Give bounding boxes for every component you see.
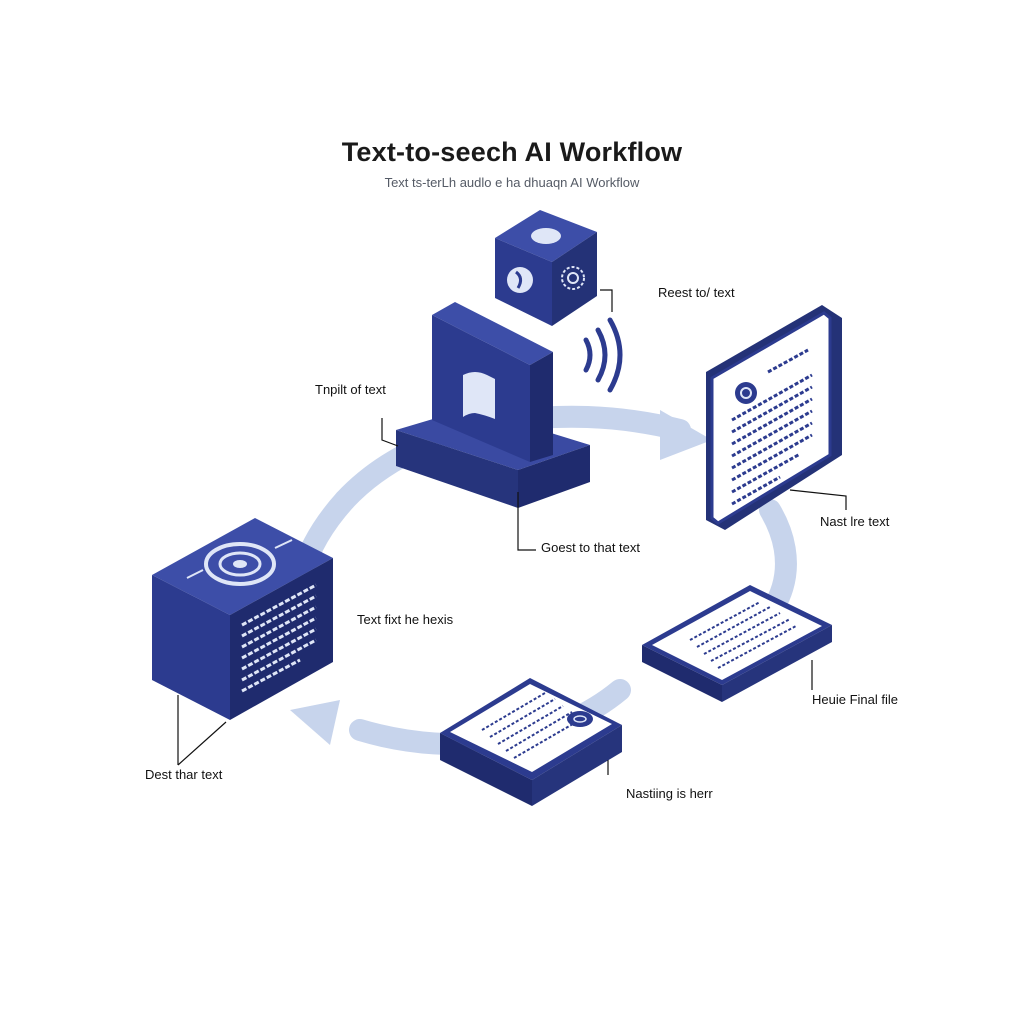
label-dest: Dest thar text xyxy=(145,767,223,782)
output-card-icon xyxy=(440,678,622,806)
sound-wave-icon xyxy=(583,317,623,393)
speaker-cube-icon xyxy=(152,518,333,720)
page-subtitle: Text ts-terLh audlo e ha dhuaqn AI Workf… xyxy=(384,175,640,190)
label-goes-to: Goest to that text xyxy=(541,540,640,555)
audio-file-card-icon xyxy=(642,585,832,702)
label-next: Nast lre text xyxy=(820,514,890,529)
arrow-head-left xyxy=(290,700,340,745)
label-final: Heuie Final file xyxy=(812,692,898,707)
ai-processor-cube-icon xyxy=(495,210,597,326)
arrow-head-right xyxy=(660,410,712,460)
label-reset: Reest to/ text xyxy=(658,285,735,300)
label-text-fit: Text fixt he hexis xyxy=(357,612,454,627)
leader-lines xyxy=(177,289,847,775)
text-document-icon xyxy=(706,305,842,530)
label-nothing: Nastiing is herr xyxy=(626,786,713,801)
label-input: Tnpilt of text xyxy=(315,382,386,397)
text-input-monitor-icon xyxy=(396,302,590,508)
page-title: Text-to-seech AI Workflow xyxy=(341,137,683,167)
